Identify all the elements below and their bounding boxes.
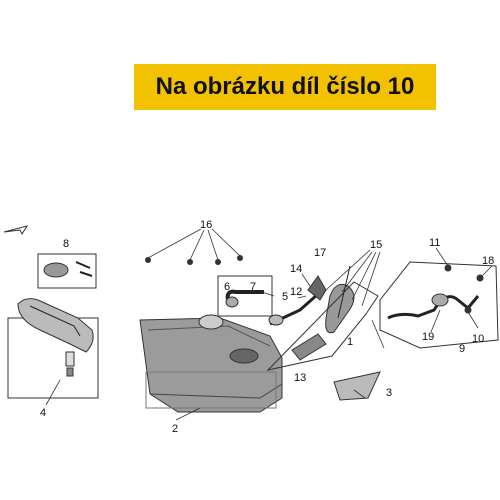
callout-13: 13 xyxy=(294,372,306,384)
part-3-plate xyxy=(333,371,381,401)
callout-3: 3 xyxy=(386,387,392,399)
part-1-outline xyxy=(266,281,379,371)
leader-lines xyxy=(45,228,493,421)
callout-15: 15 xyxy=(370,239,382,251)
part-4-tray xyxy=(7,298,99,399)
callout-6: 6 xyxy=(224,281,230,293)
callout-4: 4 xyxy=(40,407,46,419)
callout-8: 8 xyxy=(63,238,69,250)
callout-10: 10 xyxy=(472,333,484,345)
callout-18: 18 xyxy=(482,255,494,267)
part-number-banner: Na obrázku díl číslo 10 xyxy=(134,64,436,110)
part-8-cap-keys xyxy=(37,253,97,289)
part-16-screws xyxy=(145,255,243,265)
part-9-hose-assembly xyxy=(379,261,499,349)
callout-19: 19 xyxy=(422,331,434,343)
callout-7: 7 xyxy=(250,281,256,293)
part-2-fuel-tank xyxy=(139,314,283,413)
callout-9: 9 xyxy=(459,343,465,355)
callout-14: 14 xyxy=(290,263,302,275)
callout-17: 17 xyxy=(314,247,326,259)
arrow-icon xyxy=(3,225,29,236)
callout-16: 16 xyxy=(200,219,212,231)
part-6-7-filler-neck xyxy=(217,275,273,317)
callout-1: 1 xyxy=(347,336,353,348)
callout-11: 11 xyxy=(429,237,440,249)
callout-2: 2 xyxy=(172,423,178,435)
callout-12: 12 xyxy=(290,286,302,298)
part-12-15-pump-assembly xyxy=(268,265,355,361)
callout-5: 5 xyxy=(282,291,288,303)
